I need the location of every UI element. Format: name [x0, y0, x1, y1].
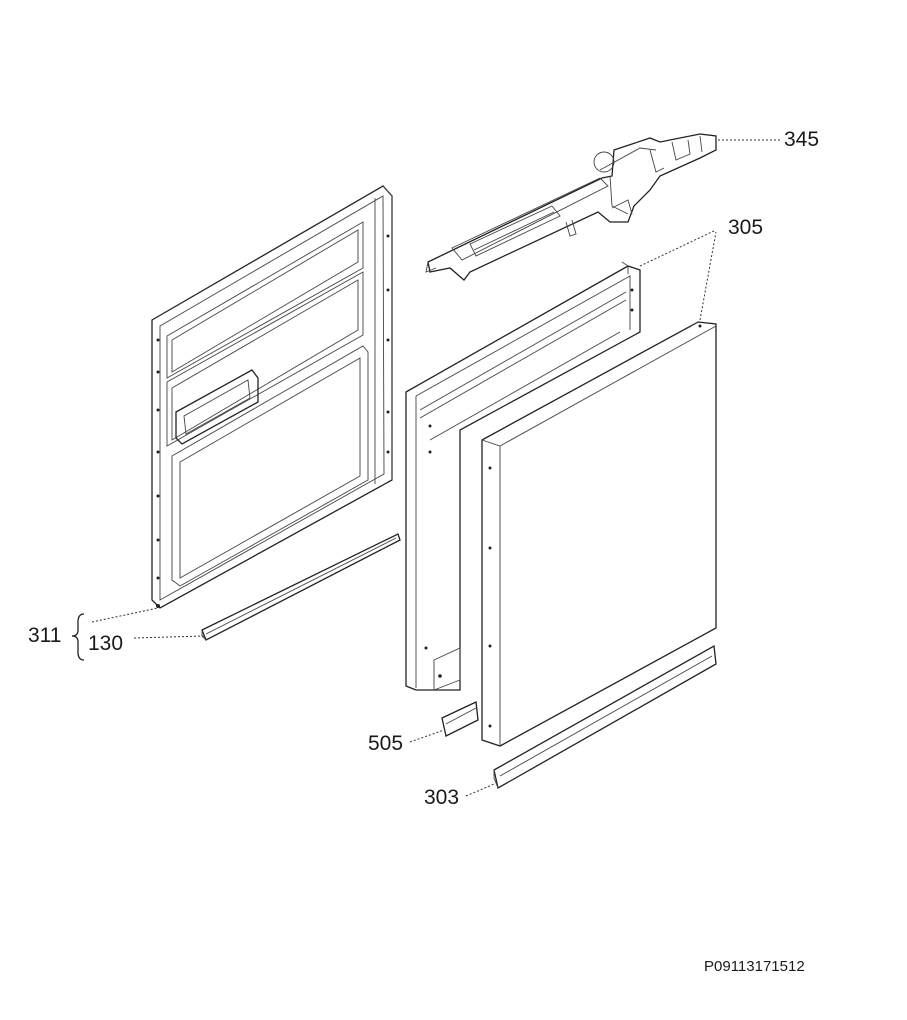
- label-311: 311: [28, 624, 61, 647]
- kick-plate: [493, 644, 717, 790]
- drawing-code: P09113171512: [704, 958, 805, 975]
- group-brace: [71, 613, 85, 661]
- label-303: 303: [424, 786, 459, 809]
- label-305: 305: [728, 216, 763, 239]
- label-345: 345: [784, 128, 819, 151]
- label-505: 505: [368, 732, 403, 755]
- mounting-panel: [405, 261, 641, 691]
- leader-lines: [91, 139, 782, 797]
- front-door-panel: [481, 321, 717, 747]
- small-bracket: [441, 701, 479, 737]
- control-module: [425, 133, 717, 281]
- bottom-seal-strip: [201, 533, 401, 641]
- inner-door-panel: [151, 185, 393, 609]
- label-130: 130: [88, 632, 123, 655]
